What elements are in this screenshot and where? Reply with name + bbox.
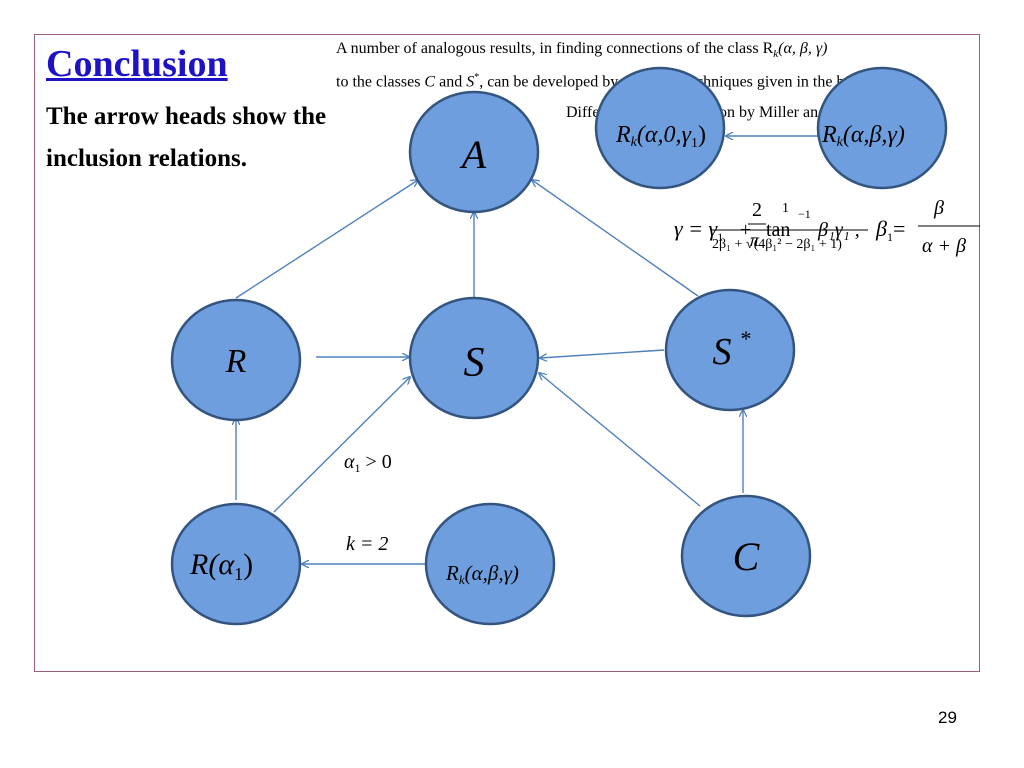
edge-ralpha1-to-s: [273, 377, 410, 513]
beta-lhs-sub: 1: [887, 230, 893, 244]
note-line-1-k: k: [773, 48, 779, 61]
gamma-tan-sup: −1: [798, 207, 811, 221]
beta-lhs: β1=: [875, 216, 905, 244]
node-s: [408, 296, 540, 420]
node-rk-topleft-args: (α,0,γ: [637, 122, 692, 148]
node-r-alpha1-label: R(α1): [189, 548, 253, 584]
node-a-label: A: [459, 132, 487, 177]
slide-title: Conclusion: [46, 43, 228, 85]
beta-num: β: [933, 197, 944, 219]
node-rk-topright-args: (α,β,γ): [843, 122, 905, 148]
node-rk-bottom-k: k: [459, 572, 465, 587]
edge-label-alpha1-positive: α1 > 0: [344, 451, 392, 475]
note-line-2-prefix: to the classes: [336, 73, 425, 91]
note-line-2-star: *: [474, 72, 480, 83]
node-rk-alpha-beta-gamma-top: [816, 66, 948, 190]
node-rk-topleft-k: k: [631, 135, 638, 150]
node-r-alpha1-close: ): [243, 548, 253, 581]
node-rk-topleft-close: ): [698, 122, 706, 148]
node-s-star: [664, 288, 796, 412]
page-number: 29: [938, 708, 957, 727]
gamma-tan-num: 1: [782, 201, 789, 216]
node-rk-topright-r: R: [821, 122, 837, 148]
note-line-2-c: C: [424, 73, 436, 91]
node-s-label: S: [464, 340, 485, 386]
node-r-alpha1-sub: 1: [234, 564, 243, 584]
note-line-1: A number of analogous results, in findin…: [336, 40, 827, 60]
note-line-2-and: and: [435, 73, 467, 91]
node-r-alpha1-text: R(α: [189, 548, 235, 581]
alpha-cond-rest: > 0: [361, 451, 392, 473]
node-rk-bottom-args: (α,β,γ): [465, 561, 519, 585]
alpha-cond-symbol: α: [344, 451, 355, 473]
node-a: [408, 90, 540, 214]
node-c: [680, 494, 812, 618]
gamma-tail: β₁γ₁ ,: [817, 219, 860, 241]
node-rk-alpha-beta-gamma-bottom: [424, 502, 556, 626]
node-rk-topleft-label: Rk(α,0,γ1): [615, 122, 706, 151]
beta-lhs-text: β: [875, 216, 887, 241]
node-s-star-superscript: *: [741, 326, 752, 351]
beta-den: α + β: [922, 235, 966, 257]
node-rk-bottom-r: R: [445, 561, 459, 585]
node-rk-topright-label: Rk(α,β,γ): [821, 122, 905, 150]
edge-label-k-equals-2: k = 2: [346, 533, 388, 555]
note-line-1-text: A number of analogous results, in findin…: [336, 40, 774, 57]
node-rk-bottom-label: Rk(α,β,γ): [445, 561, 519, 587]
node-c-label: C: [733, 534, 761, 579]
edge-sstar-to-s: [540, 349, 665, 358]
node-rk-topleft-gamma-sub: 1: [691, 136, 698, 151]
edge-r-to-a: [235, 180, 418, 299]
beta-eq: =: [893, 216, 905, 241]
node-rk-topright-k: k: [837, 135, 844, 150]
alpha-cond-sub: 1: [355, 461, 361, 475]
gamma-beta-formula: γ = γ1 + 2 π tan −1 1 2β₁ + √(4β₁² − 2β₁…: [674, 197, 980, 257]
node-rk-alpha-0-gamma1: [594, 66, 726, 190]
note-line-1-args: (α, β, γ): [778, 40, 828, 57]
gamma-lhs-sub: 1: [717, 230, 723, 244]
gamma-lhs-text: γ = γ: [674, 216, 719, 241]
edge-sstar-to-a: [532, 180, 699, 297]
node-r-label: R: [225, 343, 247, 380]
gamma-lhs: γ = γ1: [674, 216, 723, 244]
slide-subtitle: The arrow heads show the inclusion relat…: [46, 103, 327, 172]
node-rk-topleft-r: R: [615, 122, 631, 148]
gamma-den: 2β₁ + √(4β₁² − 2β₁ + 1): [712, 237, 842, 252]
gamma-frac-den: π: [750, 230, 760, 250]
note-line-2-s: S: [466, 73, 475, 91]
node-r: [170, 298, 302, 422]
node-r-alpha1: [170, 502, 302, 626]
slide-frame: [34, 34, 980, 672]
gamma-frac-num: 2: [752, 199, 762, 221]
edge-c-to-s: [539, 373, 701, 507]
node-s-star-label: S: [713, 331, 732, 373]
